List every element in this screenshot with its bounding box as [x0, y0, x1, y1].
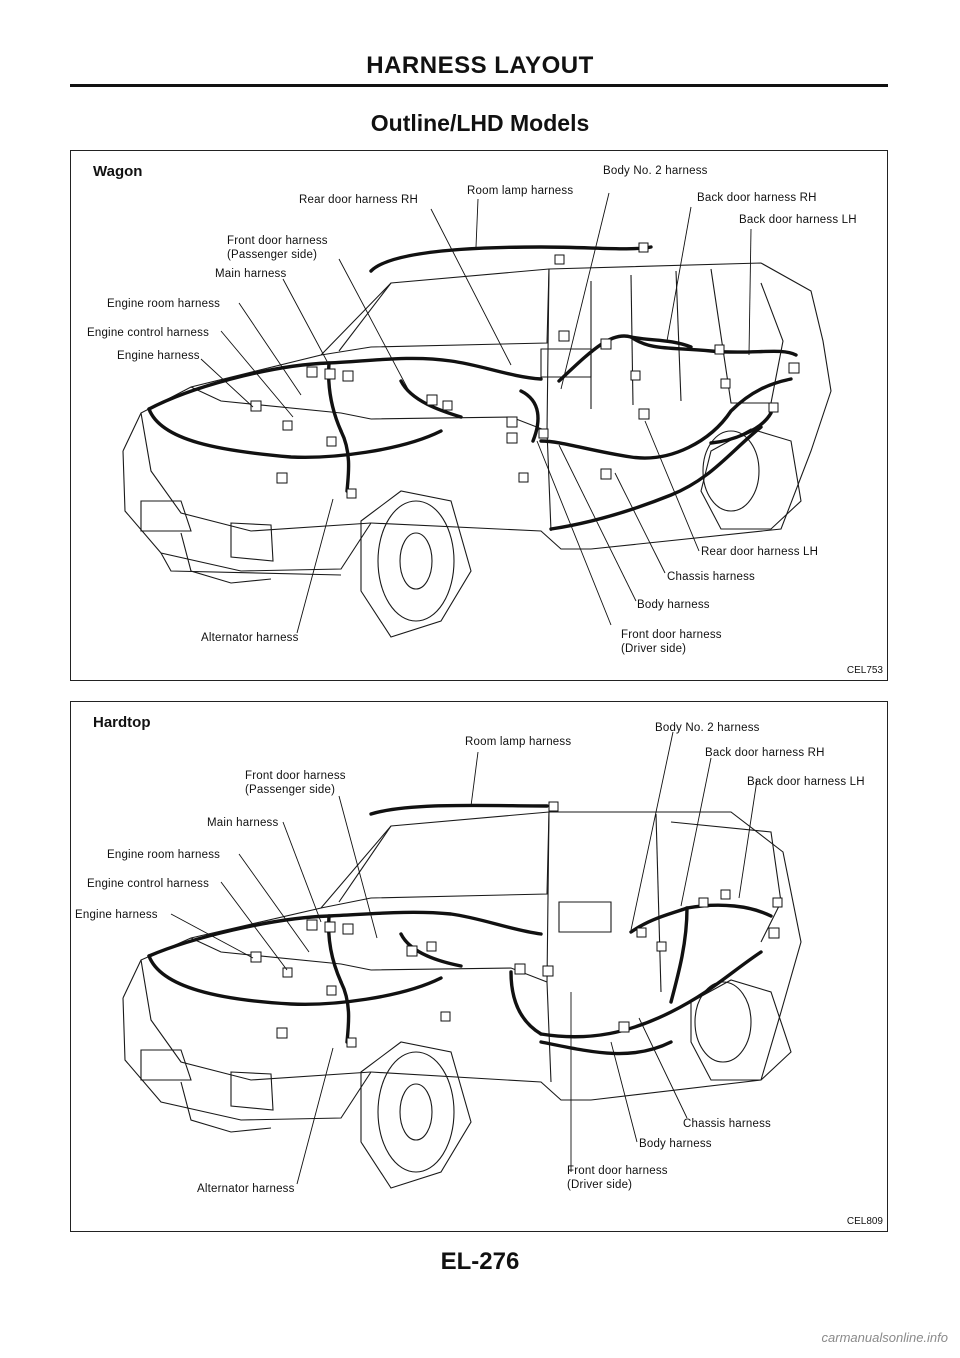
callout-back-door-harness-rh: Back door harness RH	[697, 192, 817, 204]
callout-room-lamp-harness: Room lamp harness	[467, 185, 574, 197]
callout-room-lamp-harness: Room lamp harness	[465, 736, 572, 748]
wagon-diagram-panel: Wagon Rear door harness RH Room lamp har…	[70, 150, 888, 681]
callout-front-door-harness-passenger: Front door harness (Passenger side)	[245, 769, 346, 797]
header-rule	[70, 84, 888, 87]
callout-front-door-harness-driver: Front door harness (Driver side)	[621, 628, 722, 656]
callout-back-door-harness-lh: Back door harness LH	[739, 214, 857, 226]
wagon-label: Wagon	[93, 163, 143, 180]
callout-rear-door-harness-rh: Rear door harness RH	[299, 194, 419, 206]
callout-front-door-harness-passenger: Front door harness (Passenger side)	[227, 234, 328, 262]
callout-line-2: (Passenger side)	[245, 784, 336, 796]
watermark-text[interactable]: carmanualsonline.info	[821, 1330, 948, 1345]
callout-engine-harness: Engine harness	[75, 909, 158, 921]
callout-engine-control-harness: Engine control harness	[87, 327, 210, 339]
hardtop-diagram-panel: Hardtop Room lamp harness Body No. 2 har…	[70, 701, 888, 1232]
callout-alternator-harness: Alternator harness	[201, 632, 299, 644]
callout-line-1: Front door harness	[227, 235, 328, 247]
callout-line-2: (Passenger side)	[227, 249, 318, 261]
hardtop-label: Hardtop	[93, 714, 151, 731]
callout-engine-room-harness: Engine room harness	[107, 298, 221, 310]
callout-engine-harness: Engine harness	[117, 350, 200, 362]
callout-rear-door-harness-lh: Rear door harness LH	[701, 546, 819, 558]
hardtop-vehicle-illustration	[122, 731, 802, 1189]
callout-line-1: Front door harness	[245, 770, 346, 782]
page-number: EL-276	[440, 1248, 520, 1275]
callout-body-harness: Body harness	[639, 1138, 712, 1150]
callout-body-harness: Body harness	[637, 599, 710, 611]
callout-chassis-harness: Chassis harness	[667, 571, 756, 583]
callout-line-1: Front door harness	[621, 629, 722, 641]
callout-engine-control-harness: Engine control harness	[87, 878, 210, 890]
callout-front-door-harness-driver: Front door harness (Driver side)	[567, 1164, 668, 1192]
section-title: Outline/LHD Models	[370, 110, 590, 136]
callout-back-door-harness-rh: Back door harness RH	[705, 747, 825, 759]
callout-engine-room-harness: Engine room harness	[107, 849, 221, 861]
callout-chassis-harness: Chassis harness	[683, 1118, 772, 1130]
callout-line-2: (Driver side)	[567, 1179, 633, 1191]
figure-code: CEL753	[846, 665, 883, 676]
callout-alternator-harness: Alternator harness	[197, 1183, 295, 1195]
callout-line-1: Front door harness	[567, 1165, 668, 1177]
callout-main-harness: Main harness	[215, 268, 287, 280]
callout-line-2: (Driver side)	[621, 643, 687, 655]
callout-main-harness: Main harness	[207, 817, 279, 829]
wagon-vehicle-illustration	[122, 192, 832, 638]
callout-body-no2-harness: Body No. 2 harness	[655, 722, 760, 734]
figure-code: CEL809	[846, 1216, 883, 1227]
page-header-title: HARNESS LAYOUT	[366, 52, 594, 79]
callout-body-no2-harness: Body No. 2 harness	[603, 165, 708, 177]
callout-back-door-harness-lh: Back door harness LH	[747, 776, 865, 788]
